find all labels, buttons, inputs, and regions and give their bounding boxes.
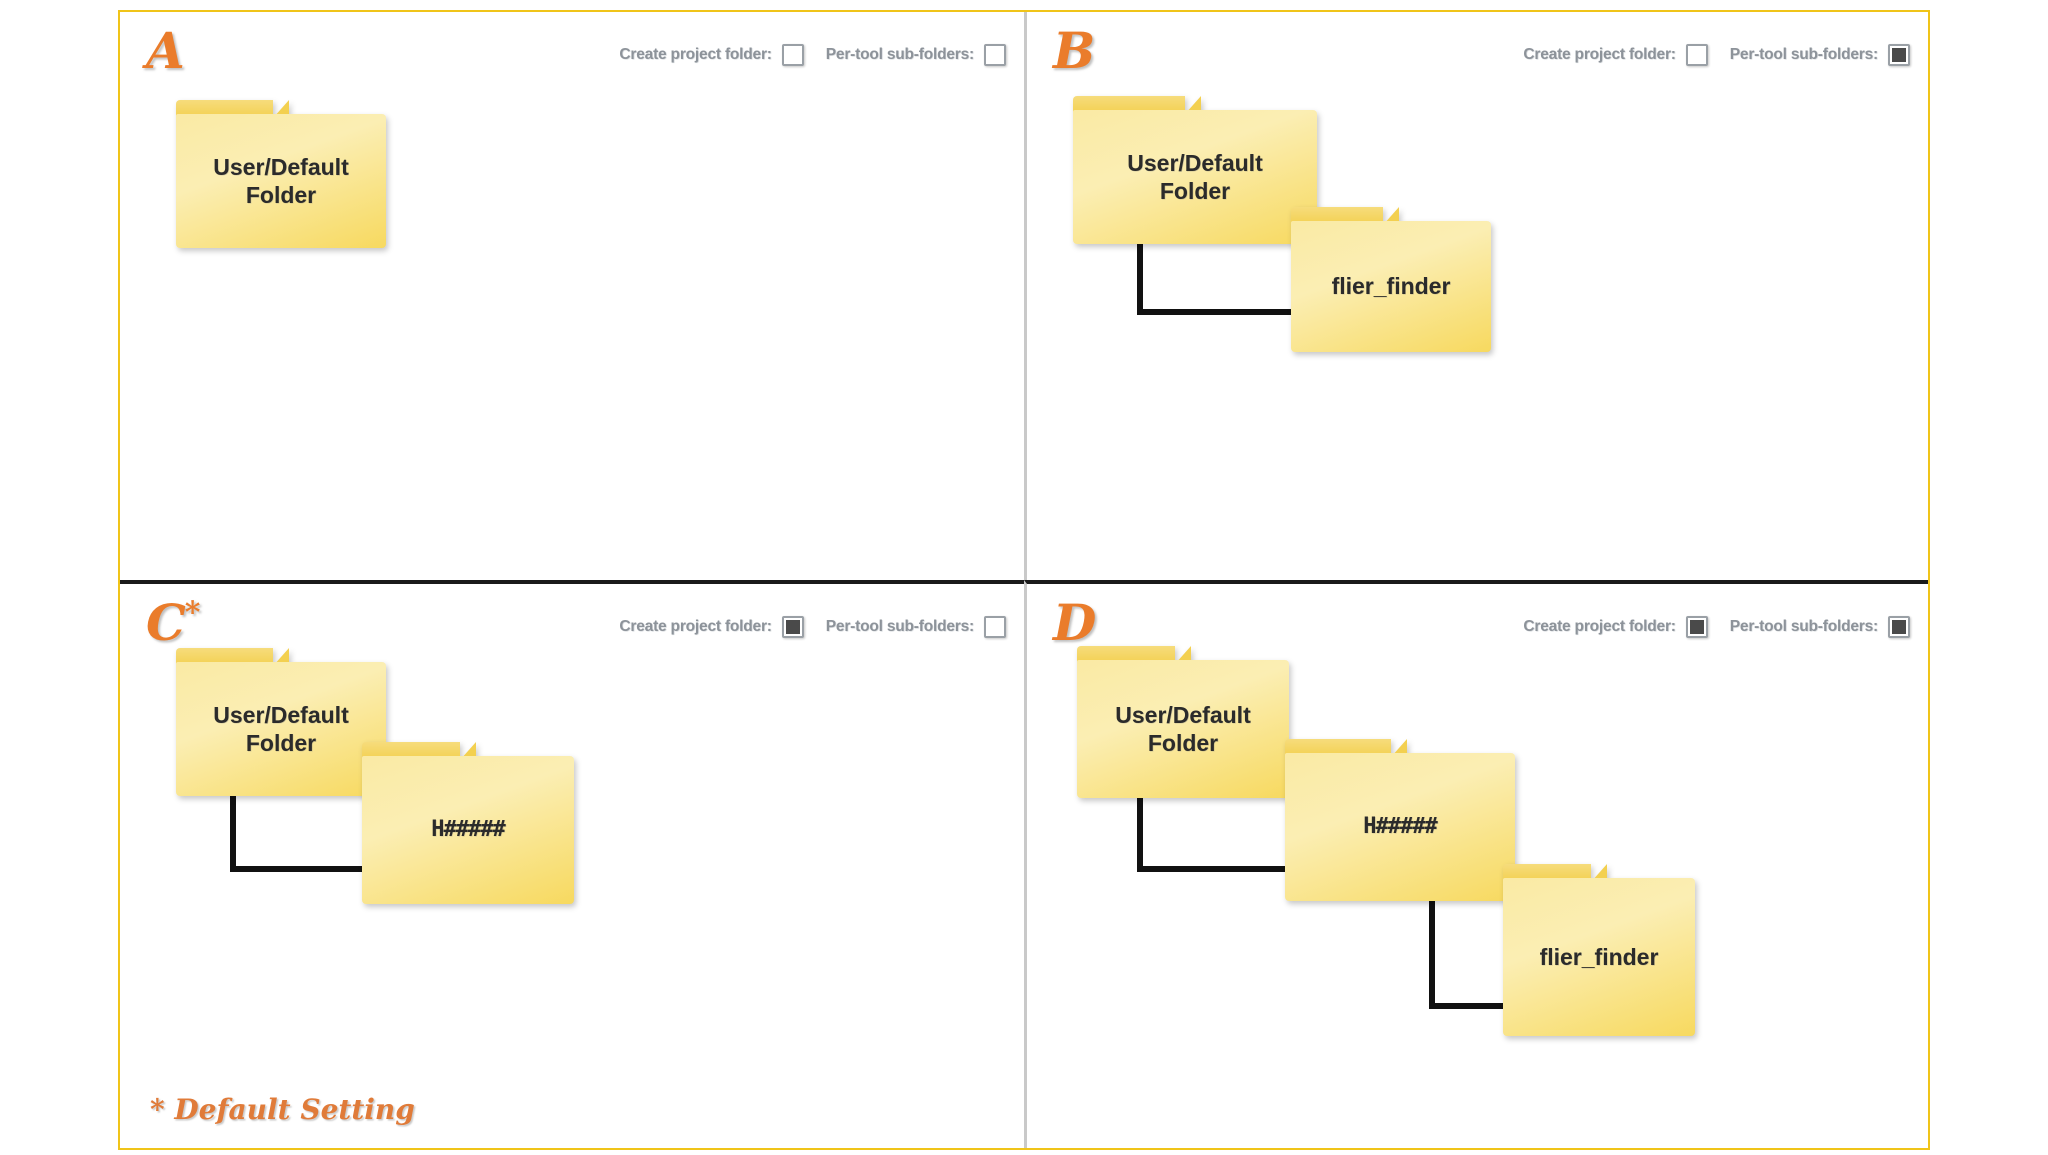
panel-b-setting-per-tool-sub-folders[interactable]: Per-tool sub-folders:: [1730, 44, 1910, 66]
panel-c-create-project-folder-label: Create project folder:: [619, 618, 772, 635]
connector-horizontal-segment: [1137, 866, 1289, 872]
panel-d-setting-per-tool-sub-folders[interactable]: Per-tool sub-folders:: [1730, 616, 1910, 638]
panel-c-folder-project-label: H#####: [431, 816, 505, 842]
panel-grid: A Create project folder: Per-tool sub-fo…: [120, 12, 1928, 1148]
panel-d-folder-root[interactable]: User/Default Folder: [1077, 646, 1289, 798]
panel-b-per-tool-sub-folders-label: Per-tool sub-folders:: [1729, 46, 1878, 63]
panel-c-folder-root[interactable]: User/Default Folder: [176, 648, 386, 796]
panel-a-settings: Create project folder: Per-tool sub-fold…: [619, 44, 1006, 66]
panel-d-settings: Create project folder: Per-tool sub-fold…: [1523, 616, 1910, 638]
panel-d-per-tool-sub-folders-checkbox[interactable]: [1888, 616, 1910, 638]
panel-c-letter-star: *: [184, 595, 201, 631]
folder-body: User/Default Folder: [176, 662, 386, 796]
panel-b-folder-root-label: User/Default Folder: [1121, 149, 1268, 205]
folder-tab-icon: [176, 648, 289, 666]
panel-b-folder-tool-label: flier_finder: [1331, 273, 1451, 300]
panel-a-setting-create-project-folder[interactable]: Create project folder:: [619, 44, 804, 66]
folder-label-line1: User/Default: [1127, 149, 1263, 176]
folder-label-line1: User/Default: [213, 701, 349, 728]
folder-tab-icon: [362, 742, 475, 760]
folder-tab-icon: [1077, 646, 1190, 664]
folder-tab-icon: [1291, 207, 1399, 225]
panel-b-setting-create-project-folder[interactable]: Create project folder:: [1523, 44, 1708, 66]
panel-c-letter-text: C: [146, 593, 186, 652]
folder-tab-icon: [1073, 96, 1202, 114]
panel-a-setting-per-tool-sub-folders[interactable]: Per-tool sub-folders:: [826, 44, 1006, 66]
panel-a-letter-text: A: [146, 21, 185, 80]
panel-d-setting-create-project-folder[interactable]: Create project folder:: [1523, 616, 1708, 638]
folder-body: User/Default Folder: [1073, 110, 1317, 244]
panel-a: A Create project folder: Per-tool sub-fo…: [120, 12, 1024, 580]
panel-b-create-project-folder-checkbox[interactable]: [1685, 44, 1708, 66]
folder-body: H#####: [362, 756, 574, 904]
panel-c-create-project-folder-checkbox[interactable]: [781, 616, 804, 638]
panel-d-folder-root-label: User/Default Folder: [1109, 701, 1256, 757]
panel-d-letter: D: [1053, 598, 1096, 648]
panel-b-settings: Create project folder: Per-tool sub-fold…: [1523, 44, 1910, 66]
folder-label-line2: Folder: [1147, 730, 1219, 756]
panel-c-settings: Create project folder: Per-tool sub-fold…: [619, 616, 1006, 638]
panel-d-folder-tool[interactable]: flier_finder: [1503, 864, 1695, 1036]
panel-d-folder-tool-label: flier_finder: [1539, 943, 1659, 970]
panel-c-letter: C*: [146, 598, 200, 648]
panel-d-per-tool-sub-folders-label: Per-tool sub-folders:: [1729, 618, 1878, 635]
folder-label-line1: User/Default: [213, 153, 349, 180]
panel-c-folder-root-label: User/Default Folder: [207, 701, 354, 757]
panel-b-create-project-folder-label: Create project folder:: [1523, 46, 1676, 63]
default-setting-footnote: * Default Setting: [150, 1093, 415, 1126]
panel-b-letter-text: B: [1053, 21, 1095, 80]
folder-tab-icon: [1503, 864, 1608, 882]
panel-a-letter: A: [146, 26, 185, 76]
panel-d-folder-project[interactable]: H#####: [1285, 739, 1515, 901]
panel-a-per-tool-sub-folders-label: Per-tool sub-folders:: [825, 46, 974, 63]
panel-c-per-tool-sub-folders-checkbox[interactable]: [984, 616, 1006, 638]
panel-b-per-tool-sub-folders-checkbox[interactable]: [1888, 44, 1910, 66]
panel-d-create-project-folder-label: Create project folder:: [1523, 618, 1676, 635]
folder-label-line2: Folder: [245, 182, 317, 208]
folder-tab-icon: [176, 100, 289, 118]
panel-c-folder-project[interactable]: H#####: [362, 742, 574, 904]
panel-a-folder-root[interactable]: User/Default Folder: [176, 100, 386, 248]
folder-tab-icon: [1285, 739, 1407, 757]
panel-a-create-project-folder-label: Create project folder:: [619, 46, 772, 63]
figure-frame: A Create project folder: Per-tool sub-fo…: [118, 10, 1930, 1150]
folder-body: flier_finder: [1503, 878, 1695, 1036]
panel-a-folder-root-label: User/Default Folder: [207, 153, 354, 209]
folder-body: User/Default Folder: [176, 114, 386, 248]
panel-b: B Create project folder: Per-tool sub-fo…: [1024, 12, 1928, 580]
panel-a-create-project-folder-checkbox[interactable]: [781, 44, 804, 66]
folder-body: H#####: [1285, 753, 1515, 901]
connector-vertical-segment: [1429, 884, 1435, 1009]
panel-d-create-project-folder-checkbox[interactable]: [1685, 616, 1708, 638]
panel-a-per-tool-sub-folders-checkbox[interactable]: [984, 44, 1006, 66]
panel-b-letter: B: [1053, 26, 1095, 76]
folder-body: User/Default Folder: [1077, 660, 1289, 798]
folder-body: flier_finder: [1291, 221, 1491, 352]
panel-c-setting-per-tool-sub-folders[interactable]: Per-tool sub-folders:: [826, 616, 1006, 638]
panel-d-folder-project-label: H#####: [1363, 813, 1437, 839]
connector-horizontal-segment: [230, 866, 366, 872]
panel-c: C* Create project folder: Per-tool sub-f…: [120, 580, 1024, 1148]
panel-d-letter-text: D: [1053, 593, 1096, 652]
panel-b-folder-tool[interactable]: flier_finder: [1291, 207, 1491, 352]
panel-c-setting-create-project-folder[interactable]: Create project folder:: [619, 616, 804, 638]
panel-c-per-tool-sub-folders-label: Per-tool sub-folders:: [825, 618, 974, 635]
panel-b-folder-root[interactable]: User/Default Folder: [1073, 96, 1317, 244]
folder-label-line1: User/Default: [1115, 701, 1251, 728]
panel-d: D Create project folder: Per-tool sub-fo…: [1024, 580, 1928, 1148]
folder-label-line2: Folder: [1159, 178, 1231, 204]
folder-label-line2: Folder: [245, 730, 317, 756]
